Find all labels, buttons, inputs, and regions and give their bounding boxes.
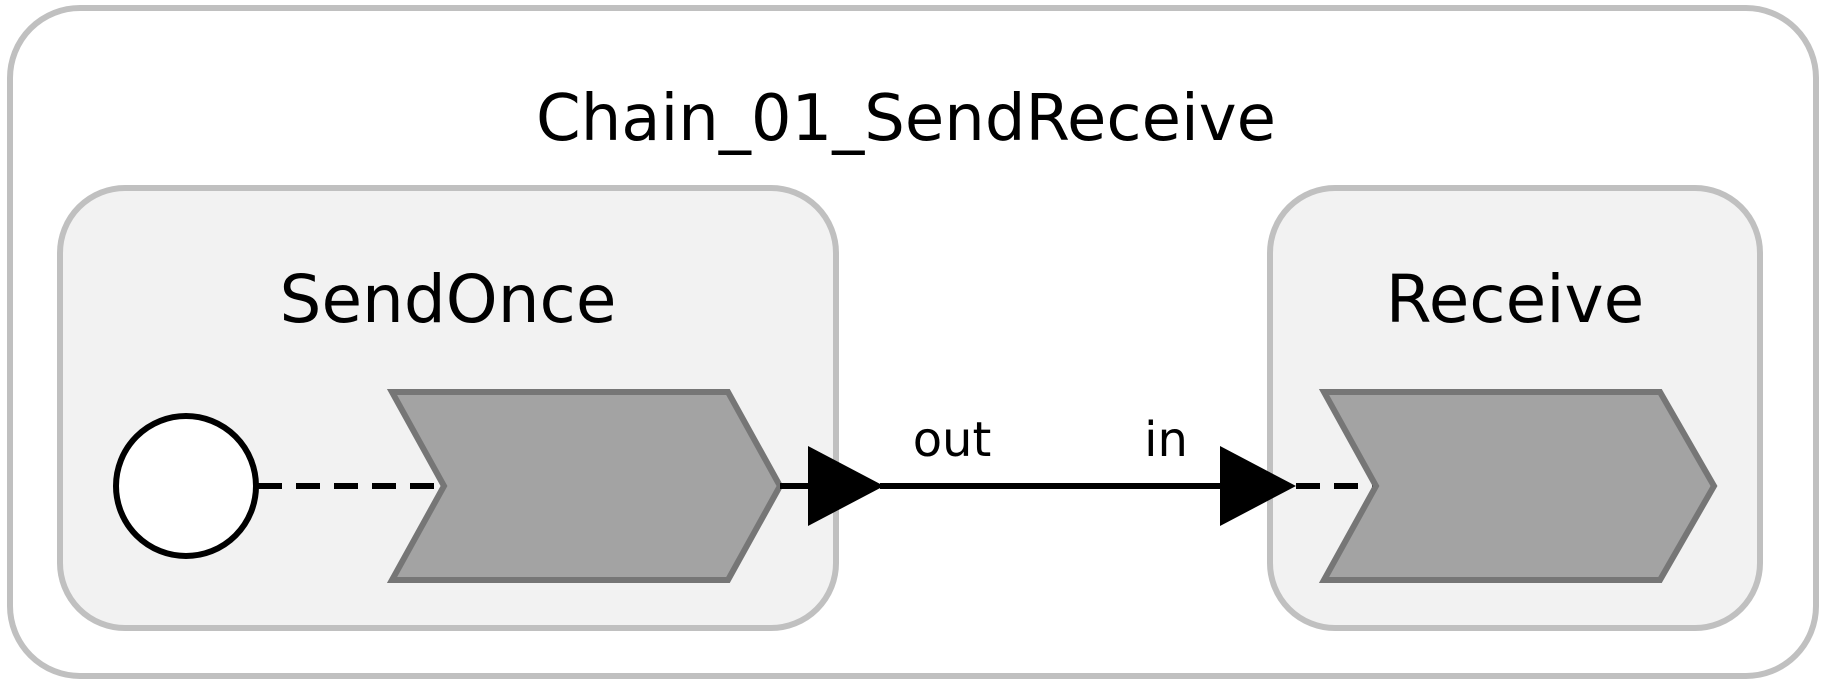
out-port-label: out bbox=[913, 412, 992, 468]
in-port-label: in bbox=[1144, 412, 1188, 468]
out-port-arrow-icon[interactable] bbox=[808, 446, 884, 526]
subsystem-receive[interactable]: Receive bbox=[1267, 185, 1763, 631]
in-port-arrow-icon[interactable] bbox=[1220, 446, 1296, 526]
subsystem-send-once[interactable]: SendOnce bbox=[57, 185, 839, 631]
subsystem-receive-label: Receive bbox=[1386, 261, 1644, 338]
send-block-chevron[interactable] bbox=[386, 389, 784, 583]
edge-send-to-receive[interactable]: out in bbox=[808, 412, 1296, 526]
chain-title: Chain_01_SendReceive bbox=[536, 82, 1276, 156]
subsystem-send-once-label: SendOnce bbox=[280, 261, 617, 338]
receive-block-chevron[interactable] bbox=[1318, 389, 1718, 583]
initial-state-circle-icon[interactable] bbox=[113, 413, 259, 559]
